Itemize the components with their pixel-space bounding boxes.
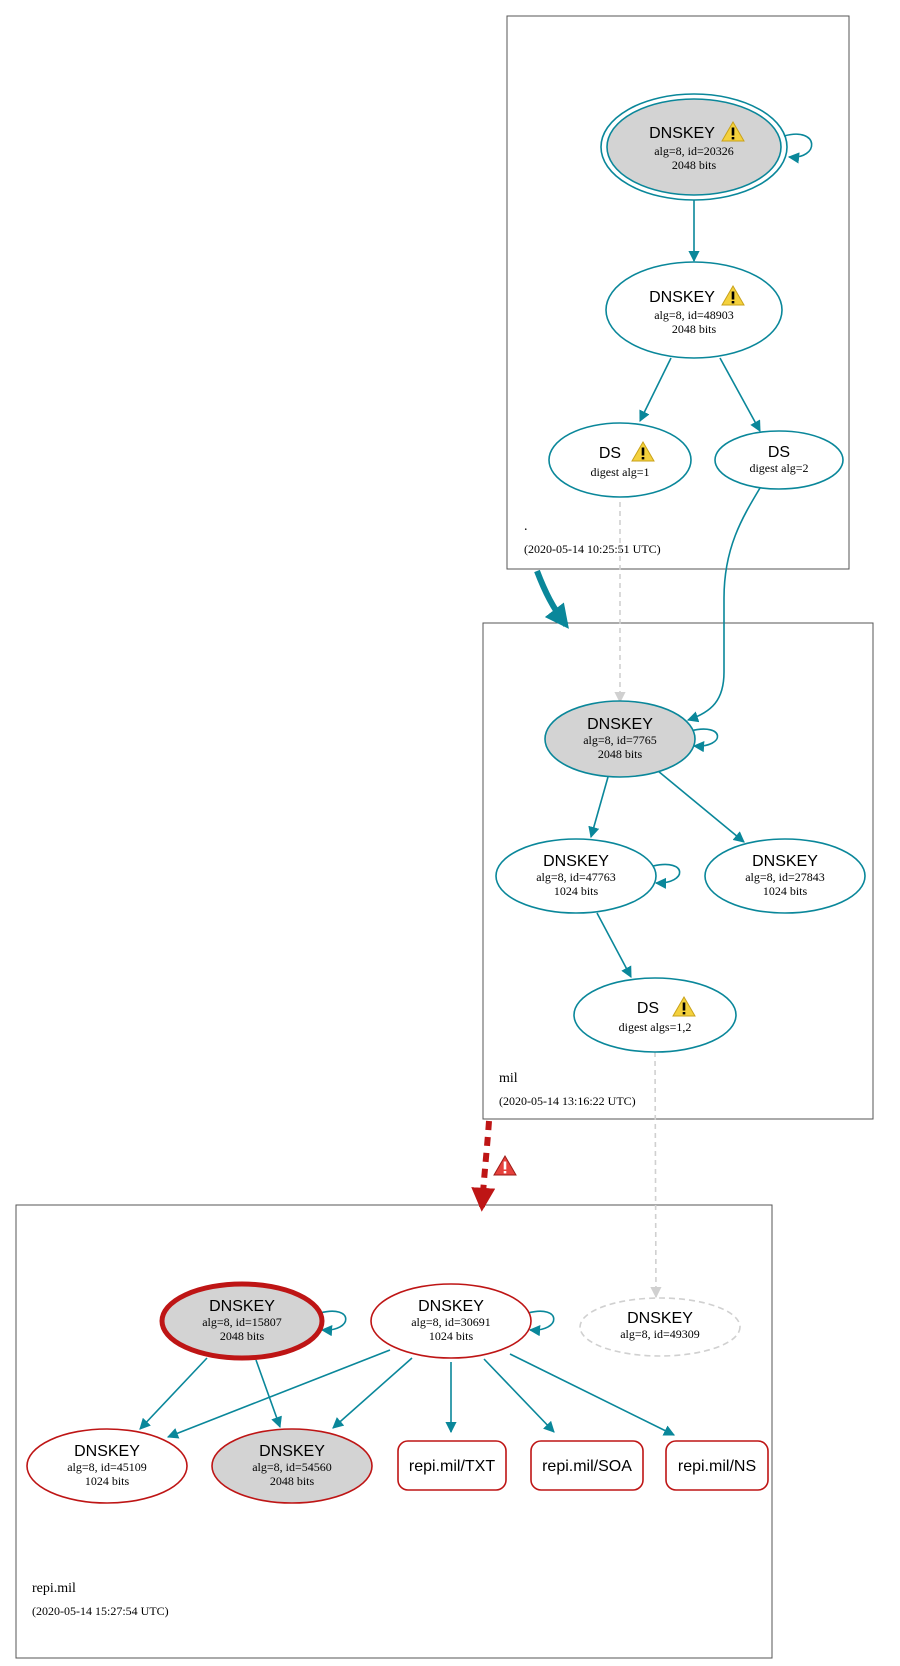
- node-root-zsk[interactable]: DNSKEY alg=8, id=48903 2048 bits: [605, 261, 783, 359]
- node-mil-zsk1-line1: alg=8, id=47763: [536, 870, 616, 884]
- node-repi-zsk-line2: 1024 bits: [429, 1329, 474, 1343]
- node-root-ksk-line1: alg=8, id=20326: [654, 144, 734, 158]
- node-repi-ksk[interactable]: DNSKEY alg=8, id=15807 2048 bits: [159, 1281, 325, 1361]
- node-repi-zsk-line1: alg=8, id=30691: [411, 1315, 491, 1329]
- node-repi-ksk-line2: 2048 bits: [220, 1329, 265, 1343]
- node-mil-ds-line1: digest algs=1,2: [619, 1020, 692, 1034]
- node-repi-txt-title: repi.mil/TXT: [409, 1458, 495, 1475]
- edge-repi-ksk-selfsign: [319, 1310, 347, 1337]
- node-mil-ksk-line1: alg=8, id=7765: [583, 733, 657, 747]
- node-mil-zsk1-title: DNSKEY: [543, 853, 609, 870]
- node-repi-ksk-title: DNSKEY: [209, 1298, 275, 1315]
- edge-mil-ksk-to-zsk1: [588, 776, 609, 839]
- edge-repi-ksk-to-k54560: [255, 1359, 282, 1429]
- node-repi-k45109[interactable]: DNSKEY alg=8, id=45109 1024 bits: [26, 1428, 188, 1504]
- edge-mil-ds-to-repi-missing: [650, 1051, 662, 1299]
- node-repi-k54560[interactable]: DNSKEY alg=8, id=54560 2048 bits: [211, 1428, 373, 1504]
- node-repi-ns[interactable]: repi.mil/NS: [665, 1440, 769, 1491]
- edge-root-ksk-selfsign: [783, 133, 813, 164]
- node-repi-txt[interactable]: repi.mil/TXT: [397, 1440, 507, 1491]
- node-repi-k54560-line1: alg=8, id=54560: [252, 1460, 332, 1474]
- edge-root-zsk-to-ds2: [719, 357, 761, 432]
- node-root-ksk-title: DNSKEY: [649, 125, 715, 142]
- edge-repi-zsk-to-soa: [483, 1358, 555, 1433]
- zone-repi: repi.mil (2020-05-14 15:27:54 UTC): [15, 1204, 773, 1659]
- node-mil-ds[interactable]: DS digest algs=1,2: [573, 977, 737, 1053]
- zone-mil: mil (2020-05-14 13:16:22 UTC): [482, 622, 874, 1120]
- node-root-ds1-line1: digest alg=1: [590, 465, 649, 479]
- node-repi-soa-title: repi.mil/SOA: [542, 1458, 632, 1475]
- node-root-zsk-line1: alg=8, id=48903: [654, 308, 734, 322]
- node-mil-zsk2-line2: 1024 bits: [763, 884, 808, 898]
- zone-repi-name: repi.mil: [32, 1581, 76, 1596]
- node-repi-k45109-line1: alg=8, id=45109: [67, 1460, 147, 1474]
- edge-mil-ksk-to-zsk2: [657, 770, 745, 843]
- node-repi-missing-line1: alg=8, id=49309: [620, 1327, 700, 1341]
- zone-mil-name: mil: [499, 1071, 518, 1086]
- edge-repi-ksk-to-k45109: [139, 1357, 208, 1430]
- node-root-ksk-line2: 2048 bits: [672, 158, 717, 172]
- edge-mil-zsk1-selfsign: [652, 863, 681, 889]
- edges: [139, 133, 813, 1439]
- node-mil-zsk1-line2: 1024 bits: [554, 884, 599, 898]
- node-mil-zsk2-line1: alg=8, id=27843: [745, 870, 825, 884]
- node-root-ds1[interactable]: DS digest alg=1: [548, 422, 692, 498]
- delegation-error-icon[interactable]: [493, 1155, 517, 1176]
- edge-root-ds2-to-mil-ksk: [686, 487, 761, 723]
- edge-delegation-mil-to-repi: [471, 1120, 496, 1212]
- zone-root: . (2020-05-14 10:25:51 UTC): [506, 15, 850, 570]
- node-root-ds1-title: DS: [599, 445, 621, 462]
- node-root-ds2-title: DS: [768, 444, 790, 461]
- node-root-zsk-title: DNSKEY: [649, 289, 715, 306]
- node-repi-k45109-line2: 1024 bits: [85, 1474, 130, 1488]
- node-mil-ds-title: DS: [637, 1000, 659, 1017]
- zone-repi-timestamp: (2020-05-14 15:27:54 UTC): [32, 1604, 169, 1618]
- node-mil-ksk-line2: 2048 bits: [598, 747, 643, 761]
- node-mil-ksk-title: DNSKEY: [587, 716, 653, 733]
- edge-root-zsk-to-ds1: [639, 357, 672, 423]
- node-root-ds2[interactable]: DS digest alg=2: [714, 430, 844, 490]
- zone-mil-timestamp: (2020-05-14 13:16:22 UTC): [499, 1094, 636, 1108]
- node-mil-zsk2[interactable]: DNSKEY alg=8, id=27843 1024 bits: [704, 838, 866, 914]
- edge-repi-zsk-to-k54560: [332, 1357, 413, 1429]
- node-repi-zsk-title: DNSKEY: [418, 1298, 484, 1315]
- node-repi-k54560-title: DNSKEY: [259, 1443, 325, 1460]
- node-repi-missing-title: DNSKEY: [627, 1310, 693, 1327]
- edge-mil-ksk-selfsign: [689, 728, 719, 753]
- node-repi-k45109-title: DNSKEY: [74, 1443, 140, 1460]
- node-root-zsk-line2: 2048 bits: [672, 322, 717, 336]
- node-root-ksk[interactable]: DNSKEY alg=8, id=20326 2048 bits: [600, 93, 788, 201]
- edge-repi-zsk-selfsign: [527, 1310, 555, 1337]
- node-mil-zsk2-title: DNSKEY: [752, 853, 818, 870]
- node-mil-zsk1[interactable]: DNSKEY alg=8, id=47763 1024 bits: [495, 838, 657, 914]
- node-root-ds2-line1: digest alg=2: [749, 461, 808, 475]
- node-repi-k54560-line2: 2048 bits: [270, 1474, 315, 1488]
- zone-root-name: .: [524, 519, 528, 534]
- node-repi-soa[interactable]: repi.mil/SOA: [530, 1440, 644, 1491]
- node-repi-missing[interactable]: DNSKEY alg=8, id=49309: [579, 1297, 741, 1357]
- node-mil-ksk[interactable]: DNSKEY alg=8, id=7765 2048 bits: [544, 700, 696, 778]
- edge-mil-zsk1-to-ds: [596, 912, 632, 978]
- zone-root-timestamp: (2020-05-14 10:25:51 UTC): [524, 542, 661, 556]
- node-repi-ksk-line1: alg=8, id=15807: [202, 1315, 282, 1329]
- edge-repi-zsk-to-ns: [509, 1353, 676, 1436]
- node-repi-ns-title: repi.mil/NS: [678, 1458, 756, 1475]
- edge-repi-zsk-to-k45109: [166, 1349, 391, 1439]
- edge-delegation-root-to-mil: [534, 569, 569, 629]
- node-repi-zsk[interactable]: DNSKEY alg=8, id=30691 1024 bits: [370, 1283, 532, 1359]
